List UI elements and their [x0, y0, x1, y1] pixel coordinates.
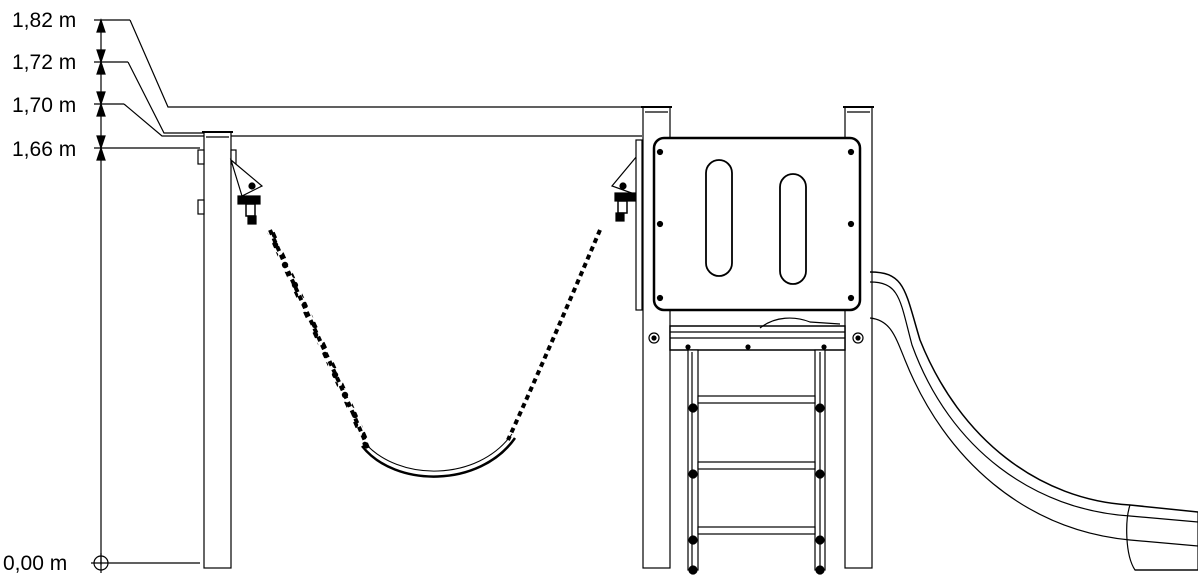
ladder [687, 349, 826, 575]
left-swing-post [197, 131, 237, 569]
tower-platform [648, 317, 864, 351]
left-swing-hanger [229, 158, 264, 225]
swing-seat [361, 433, 517, 478]
dimension-label-1-72: 1,72 m [12, 51, 77, 74]
slide [869, 271, 1198, 571]
tower-panel [652, 136, 862, 312]
dimension-scale [91, 18, 642, 573]
dimension-label-1-66: 1,66 m [12, 138, 77, 161]
dimension-label-1-70: 1,70 m [12, 94, 77, 117]
right-swing-hanger [610, 139, 643, 311]
dimension-label-1-82: 1,82 m [12, 9, 77, 32]
swing-chains [266, 228, 602, 450]
dimension-label-0-00: 0,00 m [3, 552, 68, 575]
